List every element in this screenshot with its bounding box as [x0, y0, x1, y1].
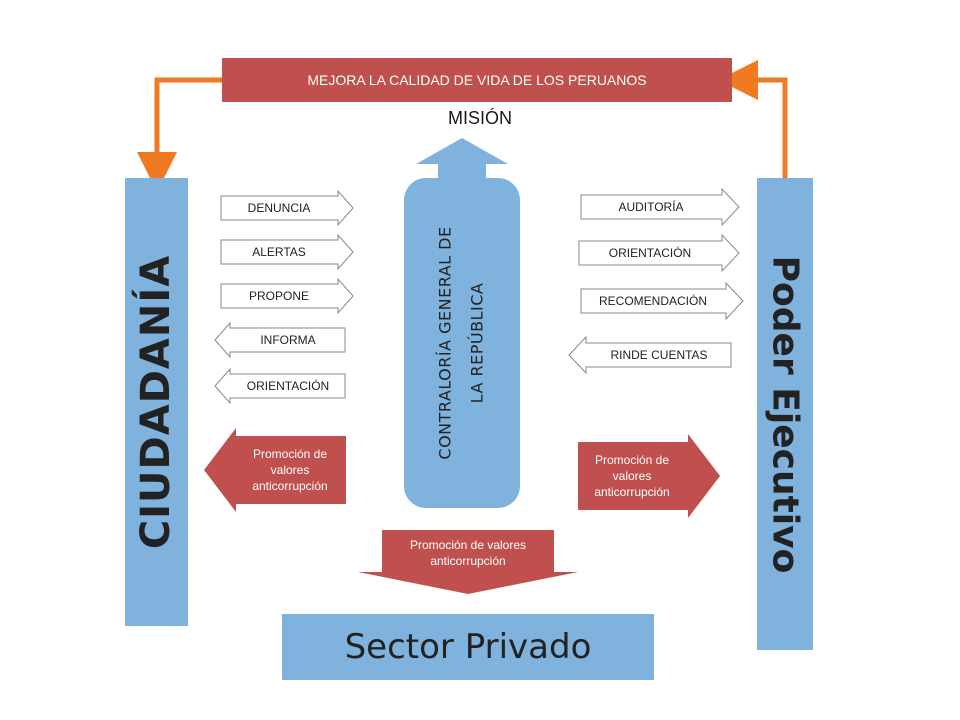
tag-denuncia: DENUNCIA: [220, 190, 354, 226]
sector-privado-panel: Sector Privado: [282, 614, 654, 680]
connector-banner-to-ciudadania: [137, 77, 222, 192]
tag-auditoria-label: AUDITORÍA: [618, 200, 684, 214]
promo-right-label: Promoción de valores anticorrupción: [594, 453, 670, 499]
tag-rinde-cuentas: RINDE CUENTAS: [568, 336, 732, 374]
ciudadania-label: CIUDADANÍA: [133, 254, 180, 550]
poder-ejecutivo-label: Poder Ejecutivo: [764, 255, 806, 573]
connector-ejecutivo-to-banner: [718, 60, 788, 178]
promo-arrow-left: Promoción de valores anticorrupción: [204, 428, 346, 512]
tag-informa: INFORMA: [214, 322, 346, 358]
tag-alertas: ALERTAS: [220, 234, 354, 270]
poder-ejecutivo-panel: Poder Ejecutivo: [757, 178, 813, 650]
tag-orientacion-left: ORIENTACIÓN: [214, 368, 346, 404]
tag-recomendacion-label: RECOMENDACIÓN: [598, 294, 707, 308]
mission-banner: MEJORA LA CALIDAD DE VIDA DE LOS PERUANO…: [222, 58, 732, 102]
contraloria-panel: CONTRALORÍA GENERAL DE LA REPÚBLICA: [404, 178, 520, 508]
contraloria-label: CONTRALORÍA GENERAL DE LA REPÚBLICA: [430, 226, 494, 459]
mission-up-arrow: [416, 138, 508, 182]
contraloria-label-line2: LA REPÚBLICA: [468, 282, 487, 404]
tag-propone: PROPONE: [220, 278, 354, 314]
tag-informa-label: INFORMA: [260, 333, 316, 347]
tag-recomendacion: RECOMENDACIÓN: [580, 282, 744, 320]
tag-alertas-label: ALERTAS: [252, 245, 306, 259]
promo-bottom-label: Promoción de valores anticorrupción: [409, 538, 527, 568]
promo-arrow-right: Promoción de valores anticorrupción: [578, 434, 720, 518]
promo-arrow-bottom: Promoción de valores anticorrupción: [358, 530, 578, 594]
contraloria-label-line1: CONTRALORÍA GENERAL DE: [436, 226, 455, 460]
tag-orientacion-right: ORIENTACIÓN: [578, 234, 740, 272]
tag-auditoria: AUDITORÍA: [580, 188, 740, 226]
promo-left-label: Promoción de valores anticorrupción: [252, 447, 328, 493]
tag-orientacion-right-label: ORIENTACIÓN: [608, 246, 692, 260]
tag-propone-label: PROPONE: [248, 289, 309, 303]
tag-denuncia-label: DENUNCIA: [247, 201, 311, 215]
tag-orientacion-left-label: ORIENTACIÓN: [246, 379, 330, 393]
ciudadania-panel: CIUDADANÍA: [125, 178, 188, 626]
tag-rinde-cuentas-label: RINDE CUENTAS: [610, 348, 708, 362]
mission-label: MISIÓN: [447, 108, 512, 128]
